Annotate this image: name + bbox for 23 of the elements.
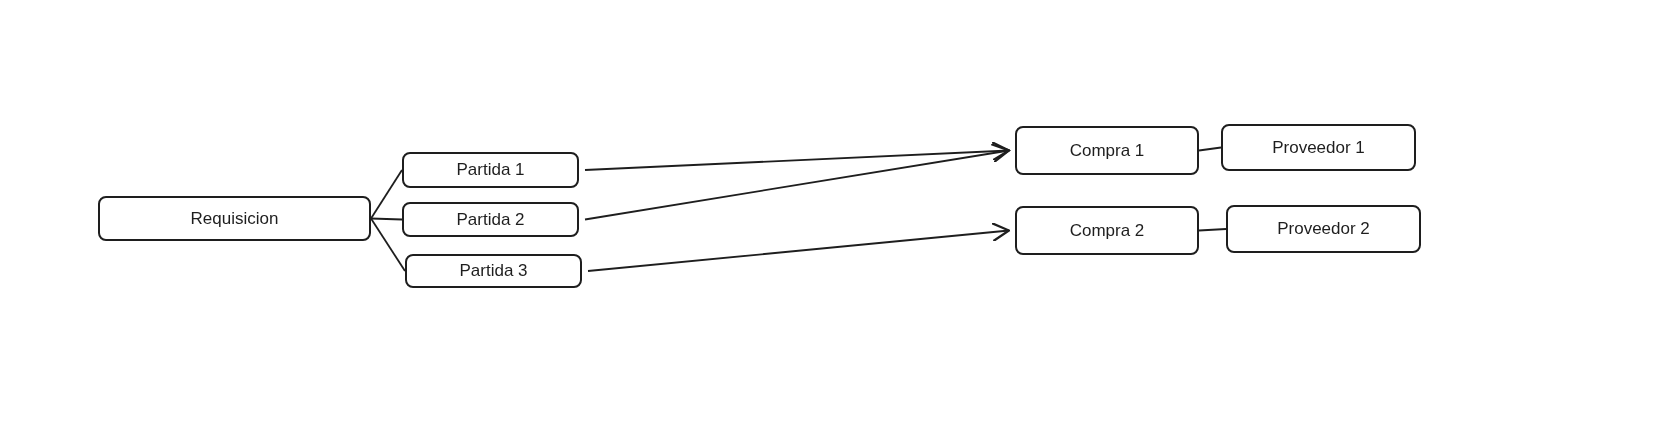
process-box: [1221, 124, 1416, 171]
box-label: Compra 1: [1069, 139, 1145, 162]
box-label: Compra 2: [1069, 219, 1145, 242]
connector-line: [370, 217, 406, 272]
box-label: Partida 2: [456, 208, 525, 231]
process-box: [1015, 206, 1199, 255]
box-label: Partida 1: [456, 159, 525, 182]
arrow: [587, 222, 1011, 272]
connector-line: [1198, 228, 1227, 232]
box-label: Partida 3: [459, 260, 528, 283]
box-label: Proveedor 1: [1272, 136, 1365, 159]
arrow: [584, 143, 1011, 221]
process-box: [405, 254, 582, 288]
connector-line: [370, 217, 403, 221]
process-box: [1015, 126, 1199, 175]
process-box: [98, 196, 371, 241]
box-label: Requisicion: [190, 207, 279, 230]
connector-line: [370, 169, 403, 220]
process-box: [402, 202, 579, 237]
process-box: [402, 152, 579, 188]
process-box: [1226, 205, 1421, 253]
box-label: Proveedor 2: [1277, 218, 1370, 241]
connector-line: [1198, 146, 1222, 152]
